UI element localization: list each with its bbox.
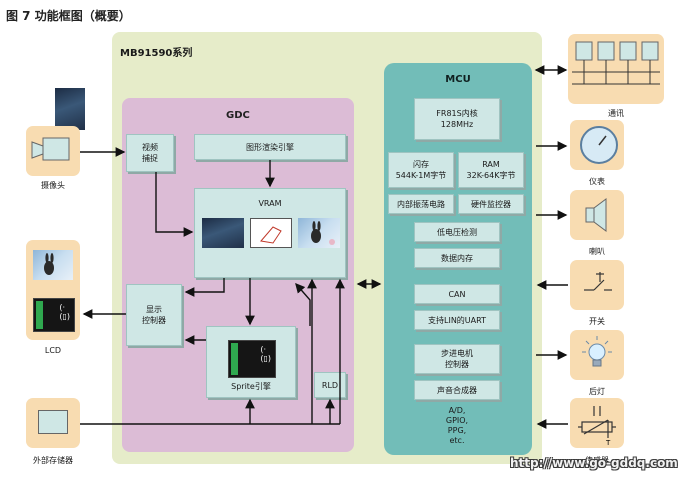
render-engine-block: 图形渲染引擎 [194, 134, 346, 160]
lin-uart-block: 支持LIN的UART [414, 310, 500, 330]
sprite-display-image: (·(▯) [228, 340, 276, 378]
lcd-rabbit-icon [44, 253, 54, 275]
sprite-to-vram-arrow [295, 282, 311, 326]
ram-block: RAM 32K-64K字节 [458, 152, 524, 188]
low-voltage-detect-block: 低电压检测 [414, 222, 500, 242]
vram-to-display-arrow [184, 278, 225, 297]
series-label: MB91590系列 [120, 48, 193, 59]
vram-vector-image [250, 218, 292, 248]
storage-icon [38, 410, 68, 434]
vram-photo-sky [298, 218, 340, 248]
comm-label: 通讯 [608, 109, 624, 118]
network-icon [572, 41, 660, 85]
vram-photo-dark [202, 218, 244, 248]
camera-icon [31, 137, 70, 161]
cluster-icon: (·(▯) [260, 345, 271, 363]
figure-title: 图 7 功能框图（概要） [6, 9, 131, 23]
lcd-cluster-image: (·(▯) [33, 298, 75, 332]
camera-label: 摄像头 [41, 181, 65, 190]
lcd-label: LCD [44, 346, 62, 355]
gdc-label: GDC [226, 110, 250, 121]
sensor-icon: T [578, 406, 616, 447]
gauge-needle-icon [598, 135, 607, 146]
video-capture-block: 视频 捕捉 [126, 134, 174, 172]
bulb-icon [582, 336, 612, 367]
lcd-photo [33, 250, 73, 280]
sound-synth-block: 声音合成器 [414, 380, 500, 400]
watchdog-block: 硬件监控器 [458, 194, 524, 214]
camera-device [26, 126, 80, 176]
rabbit-icon [311, 221, 335, 245]
capture-to-vram-arrow [155, 172, 194, 237]
svg-text:T: T [605, 439, 611, 447]
sensor-label: 传感器 [585, 456, 609, 465]
can-block: CAN [414, 284, 500, 304]
backlight-device [570, 330, 624, 380]
meter-label: 仪表 [589, 177, 605, 186]
oscillator-block: 内部振荡电路 [388, 194, 454, 214]
ext-storage-label: 外部存储器 [33, 456, 73, 465]
core-block: FR81S内核 128MHz [414, 98, 500, 140]
flash-block: 闪存 544K-1M字节 [388, 152, 454, 188]
meter-device [570, 120, 624, 170]
switch-label: 开关 [589, 317, 605, 326]
lcd-cluster-icon: (·(▯) [59, 303, 70, 321]
vector-shape-icon [260, 226, 282, 244]
speaker-device [570, 190, 624, 240]
lcd-device: (·(▯) [26, 240, 80, 340]
mcu-label: MCU [445, 74, 471, 85]
comm-device [568, 34, 664, 104]
vram-label: VRAM [258, 199, 282, 208]
sensor-device: T [570, 398, 624, 448]
camera-photo [55, 88, 85, 130]
data-memory-block: 数据内存 [414, 248, 500, 268]
switch-icon [584, 272, 612, 291]
stepper-motor-block: 步进电机 控制器 [414, 344, 500, 374]
display-controller-block: 显示 控制器 [126, 284, 182, 346]
speaker-icon [585, 198, 607, 232]
switch-device [570, 260, 624, 310]
peripherals-label: A/D, GPIO, PPG, etc. [445, 406, 469, 445]
ext-storage-device [26, 398, 80, 448]
speaker-label: 喇叭 [589, 247, 605, 256]
backlight-label: 后灯 [589, 387, 605, 396]
watermark: http://www.go-gddq.com [510, 456, 678, 470]
sprite-engine-label: Sprite引擎 [231, 382, 271, 391]
